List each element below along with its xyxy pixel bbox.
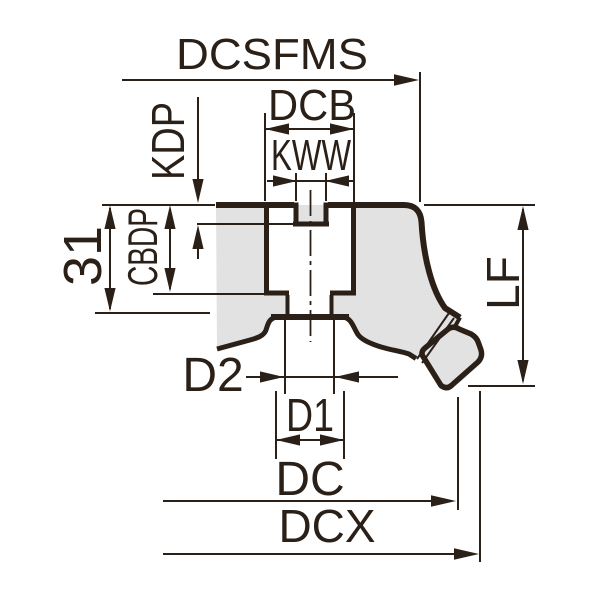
dimension-d2: D2 [182,319,398,402]
dimension-dcsfms: DCSFMS [122,30,421,202]
dcb-arrowhead-right [330,123,354,135]
lf-arrowhead-up [517,206,529,230]
d2-extension-lines [284,319,335,394]
lf-arrowhead-down [517,360,529,384]
dimension-kdp: KDP [142,97,294,259]
kdp-arrowhead-down [192,179,204,203]
cbdp-arrowhead-up [164,205,176,229]
dcsfms-label: DCSFMS [176,30,368,79]
d1-label: D1 [286,389,334,441]
dimension-dc: DC [163,397,459,510]
kdp-arrowhead-up [192,225,204,249]
insert-seat-step [453,316,462,327]
bottom-face-left [216,314,278,352]
top-face-right-edge-and-neck [328,202,462,321]
dimension-dcx: DCX [163,391,481,562]
dcx-label: DCX [278,500,375,552]
dcb-extension-lines [264,113,355,203]
kww-label: KWW [271,131,351,180]
kww-arrowhead-left [273,175,297,187]
arbor-hole-walls [285,295,334,315]
lf-label: LF [477,256,529,310]
dcb-arrowhead-left [265,123,289,135]
d1-arrowhead-left [276,434,300,446]
dimension-lf: LF [424,204,535,387]
dcx-arrowhead [454,548,479,560]
dimension-kww: KWW [267,131,355,201]
cutter-body-silhouette [216,205,482,388]
cbdp-label: CBDP [119,208,166,286]
kww-arrowhead-right [325,175,349,187]
counterbore-walls [264,207,356,291]
dimension-dcb: DCB [264,81,356,203]
dimension-31: 31 [53,204,215,314]
kdp-label: KDP [142,102,194,180]
d1-extension-lines [275,391,345,459]
insert-shim-lines [416,312,455,364]
dim31-arrowhead-up [104,205,116,229]
dcsfms-arrowhead [394,74,419,86]
d2-label: D2 [182,349,243,402]
dimension-d1: D1 [275,389,345,459]
kww-extension-lines [295,173,327,201]
bottom-face-right [342,314,418,361]
height-31-label: 31 [53,226,113,286]
dimension-cbdp: CBDP [119,205,270,295]
d1-arrowhead-right [320,434,344,446]
d2-arrowhead-left [260,371,284,383]
dcb-label: DCB [268,81,356,130]
dim31-arrowhead-down [104,288,116,312]
dc-arrowhead [431,495,456,507]
d2-arrowhead-right [335,371,359,383]
cbdp-arrowhead-down [164,268,176,292]
dc-label: DC [275,453,344,506]
